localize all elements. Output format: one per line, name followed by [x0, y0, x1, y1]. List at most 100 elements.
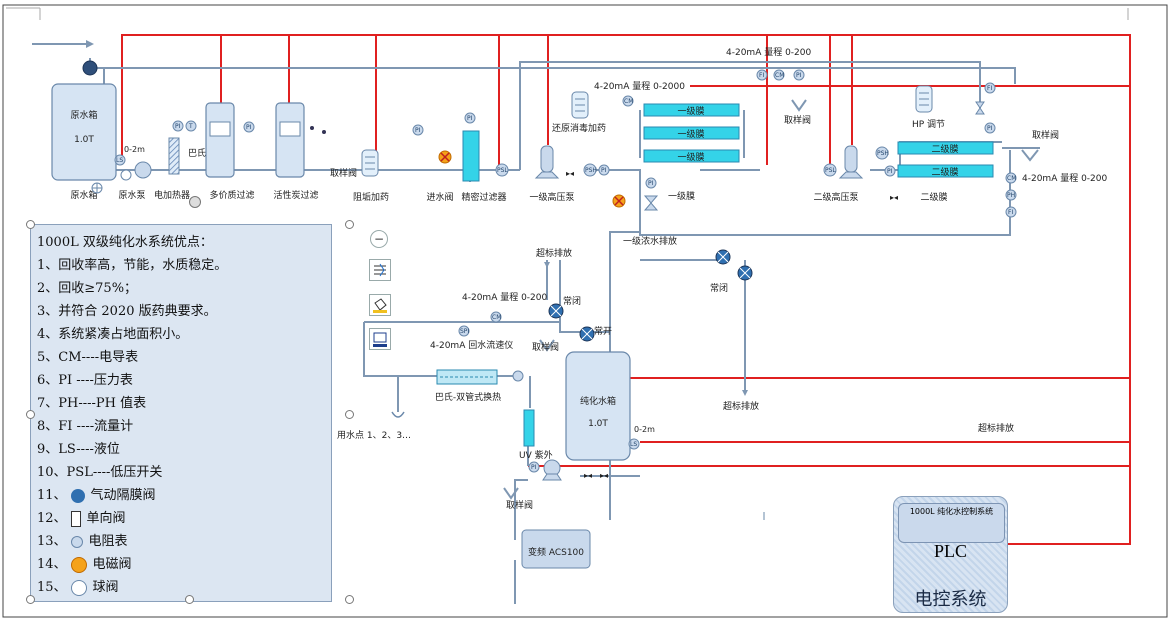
fill-style-button[interactable] — [369, 294, 391, 316]
svg-text:PI: PI — [531, 464, 537, 471]
note-item: 2、回收≥75%； — [37, 281, 138, 296]
use-point-tap-icon — [391, 411, 405, 418]
resize-handle[interactable] — [345, 410, 354, 419]
cm-meter-4-icon — [490, 311, 502, 323]
pi-gauge-icon — [172, 120, 184, 132]
resize-handle[interactable] — [26, 595, 35, 604]
svg-text:PI: PI — [648, 180, 654, 187]
inlet-valve-label: 进水阀 — [426, 191, 453, 203]
legend-row: 14、电磁阀 — [37, 553, 325, 576]
legend-num: 13、 — [37, 534, 67, 549]
concentrate-solenoid-valve — [612, 194, 626, 208]
psh-switch-1-icon — [583, 163, 597, 177]
raw-tank-capacity: 1.0T — [74, 135, 94, 145]
svg-text:LS: LS — [630, 441, 637, 448]
svg-text:LS: LS — [116, 157, 123, 164]
note-item: 3、并符合 2020 版药典要求。 — [37, 304, 217, 319]
vfd-controller: 变频 ACS100 — [521, 529, 591, 569]
svg-text:PSL: PSL — [497, 167, 508, 174]
svg-text:PI: PI — [467, 115, 473, 122]
ph-meter-icon — [1005, 189, 1017, 201]
note-item: 9、LS----液位 — [37, 442, 120, 457]
normally-closed-label-2: 常闭 — [710, 282, 728, 294]
pi-gauge-4-icon — [464, 112, 476, 124]
legend-label: 电阻表 — [88, 534, 128, 549]
svg-text:FI: FI — [1008, 209, 1013, 216]
pi-gauge-2-icon — [243, 121, 255, 133]
carbon-filter-label: 活性炭过滤 — [273, 189, 318, 201]
pure-tank-capacity: 1.0T — [588, 419, 608, 429]
raw-water-pump: 原水泵 — [118, 161, 152, 201]
carbon-filter: 活性炭过滤 — [273, 102, 319, 201]
psh-switch-2-icon — [875, 146, 889, 160]
sp-meter-icon — [458, 325, 470, 337]
note-item: 7、PH----PH 值表 — [37, 396, 147, 411]
outline-style-button[interactable] — [369, 328, 391, 350]
legend-num: 12、 — [37, 511, 67, 526]
resize-handle[interactable] — [26, 220, 35, 229]
svg-text:PSH: PSH — [585, 167, 597, 174]
layout-options-button[interactable] — [369, 259, 391, 281]
resize-handle[interactable] — [345, 220, 354, 229]
svg-text:FI: FI — [987, 85, 992, 92]
check-valve-1-icon: ▸◂ — [566, 169, 574, 178]
nc-pneumatic-valve-2 — [715, 249, 731, 265]
pneumatic-valve-icon — [70, 488, 85, 503]
svg-text:PI: PI — [246, 124, 252, 131]
svg-text:PI: PI — [175, 123, 181, 130]
collapse-button[interactable]: − — [370, 230, 388, 248]
pure-ls-icon — [628, 438, 640, 450]
system-advantages-note[interactable]: 1000L 双级纯化水系统优点： 1、回收率高，节能，水质稳定。 2、回收≥75… — [30, 224, 332, 602]
nc-pneumatic-valve-1 — [548, 303, 564, 319]
sample-valve-label-5: 取样阀 — [506, 499, 533, 511]
resistivity-meter-icon — [512, 370, 524, 382]
cm-flow-200-top-label: 4-20mA 量程 0-200 — [726, 47, 811, 58]
inlet-solenoid-valve: 进水阀 — [426, 150, 454, 203]
note-title: 1000L 双级纯化水系统优点： — [37, 235, 213, 250]
heater-label: 电加热器 — [154, 189, 190, 201]
note-item: 1、回收率高，节能，水质稳定。 — [37, 258, 228, 273]
vfd-label: 变频 ACS100 — [528, 546, 584, 558]
membrane1-label: 一级膜 — [668, 190, 695, 202]
paint-bucket-icon — [373, 298, 387, 313]
pen-outline-icon — [373, 332, 387, 347]
svg-text:PSH: PSH — [877, 150, 889, 157]
check-valve-3-icon: ▸◂ — [584, 471, 592, 480]
stage1-membranes: 一级膜 一级膜 一级膜 一级膜 — [639, 103, 745, 202]
pi-gauge-7-icon — [793, 69, 805, 81]
raw-pump-label: 原水泵 — [118, 189, 145, 201]
rotate-handle[interactable] — [189, 196, 201, 208]
legend-row: 15、球阀 — [37, 576, 325, 599]
membrane1-tube-a: 一级膜 — [677, 105, 704, 117]
pi-gauge-6-icon — [645, 177, 657, 189]
legend-row: 13、 电阻表 — [37, 530, 325, 553]
no-pneumatic-valve — [579, 326, 595, 342]
plc-title: PLC — [933, 541, 967, 561]
frame-border — [2, 4, 1168, 618]
plc-header: 1000L 纯化水控制系统 — [898, 503, 1005, 543]
check-valve-2-icon: ▸◂ — [890, 193, 898, 202]
psl-switch-1-icon — [495, 163, 509, 177]
svg-text:CM: CM — [624, 98, 633, 105]
resize-handle[interactable] — [345, 595, 354, 604]
legend-label: 气动隔膜阀 — [90, 488, 156, 503]
raw-water-tank: 原水箱 1.0T 原水箱 — [51, 83, 117, 201]
resize-handle[interactable] — [185, 595, 194, 604]
legend-num: 15、 — [37, 580, 67, 595]
resize-handle[interactable] — [26, 410, 35, 419]
membrane1-tube-b: 一级膜 — [677, 128, 704, 140]
raw-tank-name: 原水箱 — [70, 109, 97, 121]
scale-dosing-label: 阻垢加药 — [353, 191, 389, 203]
overflow-label-3: 超标排放 — [978, 422, 1014, 434]
cm-flow-200-right-label: 4-20mA 量程 0-200 — [1022, 173, 1107, 184]
inlet-pneumatic-valve-icon — [82, 60, 98, 76]
solenoid-valve-icon — [70, 556, 87, 573]
pi-gauge-8-icon — [884, 165, 896, 177]
hp-pump2-label: 二级高压泵 — [813, 191, 858, 203]
uv-label: UV 紫外 — [519, 449, 553, 461]
sample-valve-label-3: 取样阀 — [1032, 129, 1059, 141]
cm-meter-1-icon — [622, 95, 634, 107]
t-gauge-icon — [185, 120, 197, 132]
pi-gauge-5-icon — [598, 164, 610, 176]
heat-exchanger-label: 巴氏-双管式换热 — [435, 391, 501, 403]
